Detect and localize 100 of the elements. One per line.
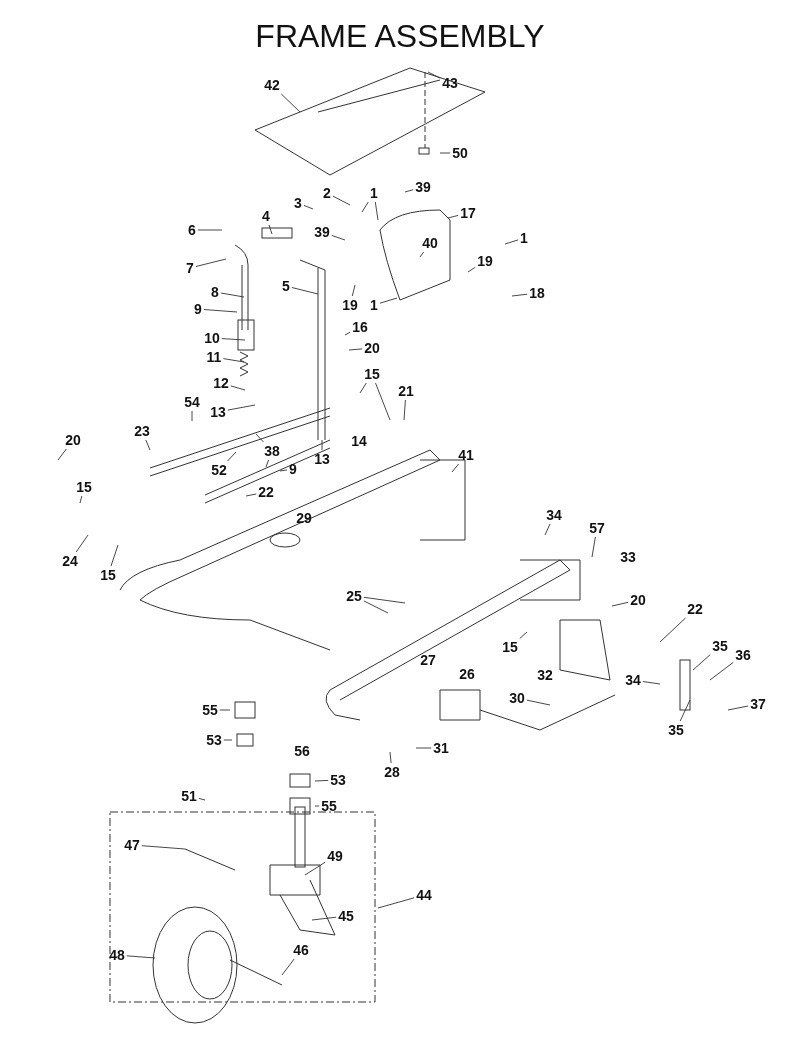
callout-number: 15 <box>364 366 380 382</box>
leader-line <box>611 601 629 607</box>
callout-number: 38 <box>264 443 280 459</box>
leader-line <box>222 358 245 363</box>
callout-number: 55 <box>321 798 337 814</box>
leader-line <box>245 493 257 497</box>
callout-number: 53 <box>330 772 346 788</box>
callout-number: 17 <box>460 205 476 221</box>
callout-number: 36 <box>735 647 751 663</box>
leader-line <box>280 93 301 113</box>
leader-line <box>57 448 67 461</box>
callout-number: 24 <box>62 553 78 569</box>
leader-line <box>363 596 406 604</box>
callout-number: 9 <box>194 301 202 317</box>
leader-line <box>374 201 379 221</box>
leader-line <box>255 433 264 443</box>
callout-number: 5 <box>282 278 290 294</box>
callout-number: 13 <box>314 451 330 467</box>
callout-number: 22 <box>258 484 274 500</box>
leader-line <box>419 251 425 258</box>
callout-number: 26 <box>459 666 475 682</box>
callout-number: 18 <box>529 285 545 301</box>
callout-number: 20 <box>364 340 380 356</box>
leader-line <box>221 338 246 341</box>
callout-number: 2 <box>323 185 331 201</box>
leader-line <box>141 845 186 850</box>
leader-line <box>195 258 227 267</box>
callout-number: 53 <box>206 732 222 748</box>
leader-line <box>447 214 459 219</box>
leader-line <box>268 224 273 235</box>
callout-number: 1 <box>370 297 378 313</box>
title: FRAME ASSEMBLY <box>254 18 546 55</box>
callout-number: 56 <box>294 743 310 759</box>
callout-number: 10 <box>204 330 220 346</box>
leader-line <box>314 805 320 807</box>
callout-number: 54 <box>184 394 200 410</box>
leader-line <box>304 861 326 876</box>
leader-line <box>659 617 686 643</box>
leader-line <box>303 204 314 210</box>
callout-number: 4 <box>262 208 270 224</box>
callout-number: 8 <box>211 284 219 300</box>
callout-number: 35 <box>712 638 728 654</box>
callout-number: 48 <box>109 947 125 963</box>
callout-number: 31 <box>433 740 449 756</box>
callout-number: 47 <box>124 837 140 853</box>
callout-number: 23 <box>134 423 150 439</box>
callout-number: 6 <box>188 222 196 238</box>
leader-line <box>281 958 295 976</box>
leader-line <box>692 654 711 671</box>
callout-number: 30 <box>509 690 525 706</box>
leader-line <box>709 661 734 681</box>
callout-number: 3 <box>294 195 302 211</box>
leader-line <box>511 293 528 297</box>
callout-number: 14 <box>351 433 367 449</box>
callout-number: 29 <box>296 510 312 526</box>
leader-line <box>375 382 391 421</box>
leader-line <box>126 955 156 959</box>
leader-line <box>220 292 245 298</box>
leader-line <box>332 195 351 206</box>
callout-number: 21 <box>398 383 414 399</box>
leader-line <box>348 348 363 351</box>
leader-line <box>359 382 367 394</box>
callout-number: 20 <box>630 592 646 608</box>
callout-number: 27 <box>420 652 436 668</box>
callout-number: 32 <box>537 667 553 683</box>
leader-line <box>363 600 389 614</box>
callout-number: 12 <box>213 375 229 391</box>
callout-number: 25 <box>346 588 362 604</box>
leader-line <box>227 404 256 411</box>
callout-number: 1 <box>370 185 378 201</box>
leader-line <box>526 699 551 706</box>
callout-number: 39 <box>415 179 431 195</box>
leader-line <box>504 239 519 245</box>
leader-line <box>191 410 193 422</box>
leader-line <box>591 536 596 558</box>
callout-number: 7 <box>186 260 194 276</box>
callout-number: 20 <box>65 432 81 448</box>
callout-number: 37 <box>750 696 766 712</box>
callout-number: 46 <box>293 942 309 958</box>
leader-line <box>279 469 288 472</box>
callout-number: 34 <box>625 672 641 688</box>
callout-number: 28 <box>384 764 400 780</box>
leader-line <box>203 309 238 313</box>
leader-line <box>110 544 119 567</box>
leader-line <box>79 495 83 504</box>
leader-line <box>314 779 329 782</box>
leader-line <box>227 451 237 462</box>
leader-line <box>219 709 231 711</box>
leader-line <box>415 747 432 749</box>
callout-number: 1 <box>520 230 528 246</box>
leader-line <box>451 463 460 473</box>
leader-line <box>351 284 356 297</box>
leader-line <box>291 287 319 295</box>
leader-line <box>389 751 392 764</box>
callout-number: 13 <box>210 404 226 420</box>
leader-line <box>265 459 270 468</box>
leader-line <box>361 201 369 213</box>
callout-number: 9 <box>289 461 297 477</box>
callout-number: 15 <box>502 639 518 655</box>
leader-line <box>331 234 346 241</box>
